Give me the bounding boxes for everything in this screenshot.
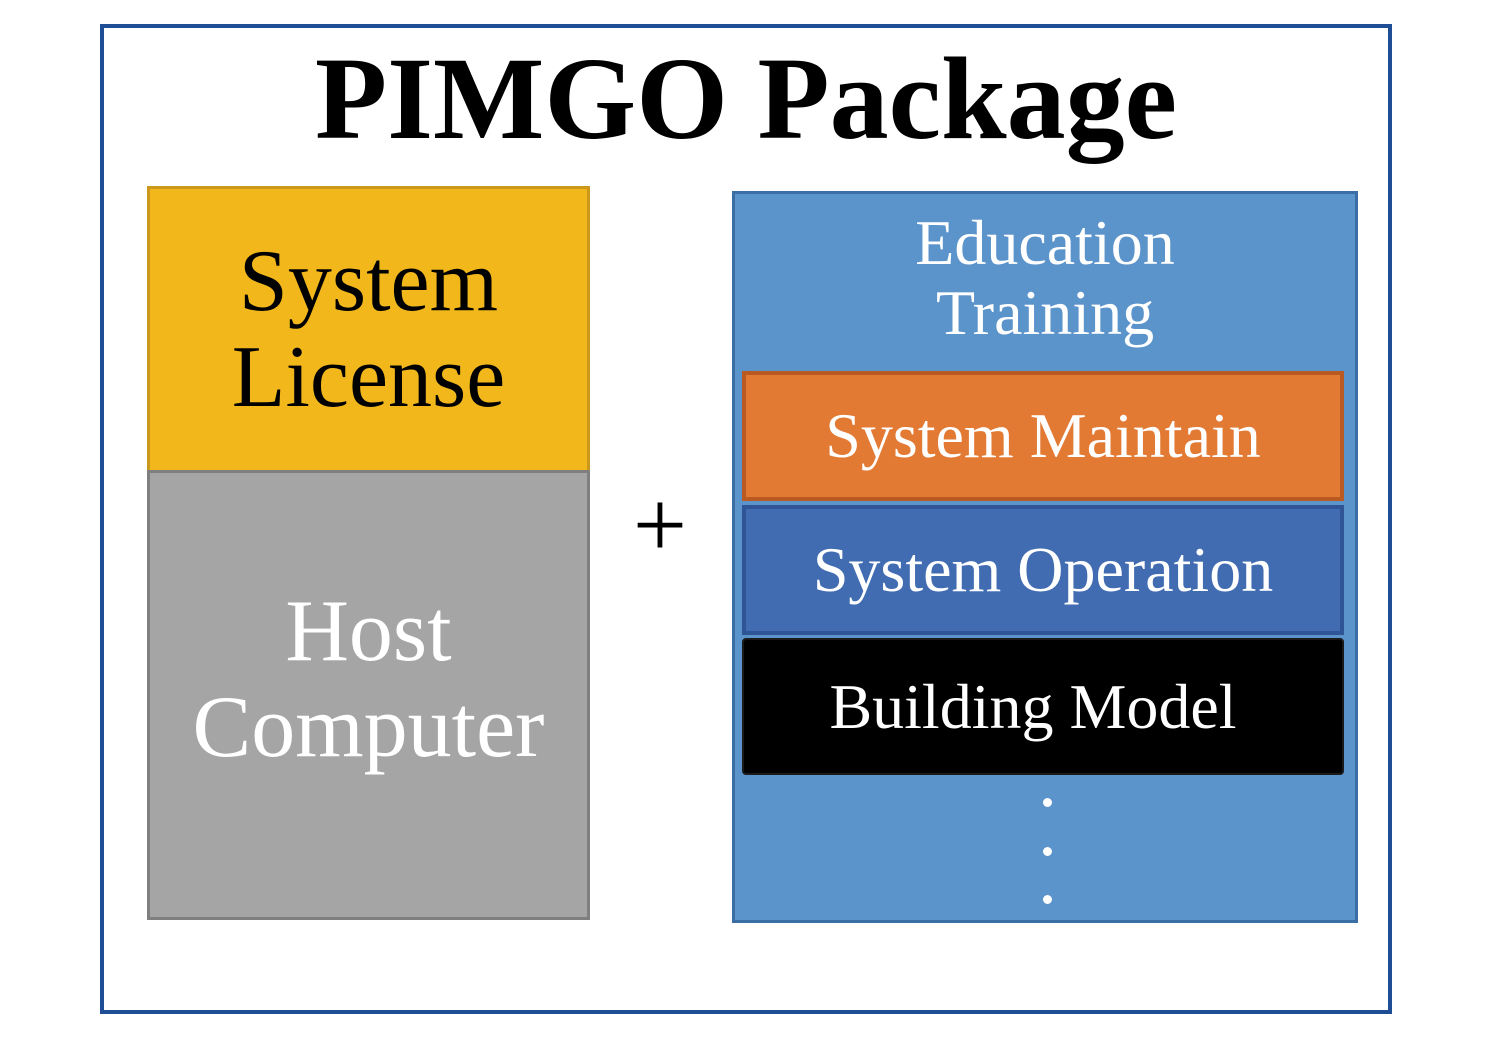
system-maintain-label: System Maintain	[825, 400, 1261, 471]
diagram-title: PIMGO Package	[315, 33, 1177, 164]
system-operation-label: System Operation	[812, 534, 1274, 605]
education-training-header: Education Training	[732, 208, 1358, 348]
host-line-1: Host	[285, 583, 452, 680]
license-line-1: System	[238, 233, 499, 330]
host-computer-label: Host Computer	[193, 584, 545, 776]
ellipsis-dot-2	[1043, 847, 1052, 856]
system-operation-block: System Operation	[742, 505, 1344, 635]
system-license-label: System License	[232, 234, 506, 426]
header-line-1: Education	[915, 207, 1175, 278]
system-license-block: System License	[147, 186, 590, 474]
plus-sign: +	[632, 471, 688, 578]
system-maintain-block: System Maintain	[742, 371, 1344, 501]
building-model-block: Building Model	[742, 638, 1344, 775]
host-computer-block: Host Computer	[147, 470, 590, 920]
ellipsis-dot-1	[1043, 798, 1052, 807]
license-line-2: License	[231, 329, 506, 426]
header-line-2: Training	[935, 277, 1155, 348]
building-model-label: Building Model	[829, 670, 1237, 742]
host-line-2: Computer	[192, 679, 545, 776]
ellipsis-dot-3	[1043, 895, 1052, 904]
